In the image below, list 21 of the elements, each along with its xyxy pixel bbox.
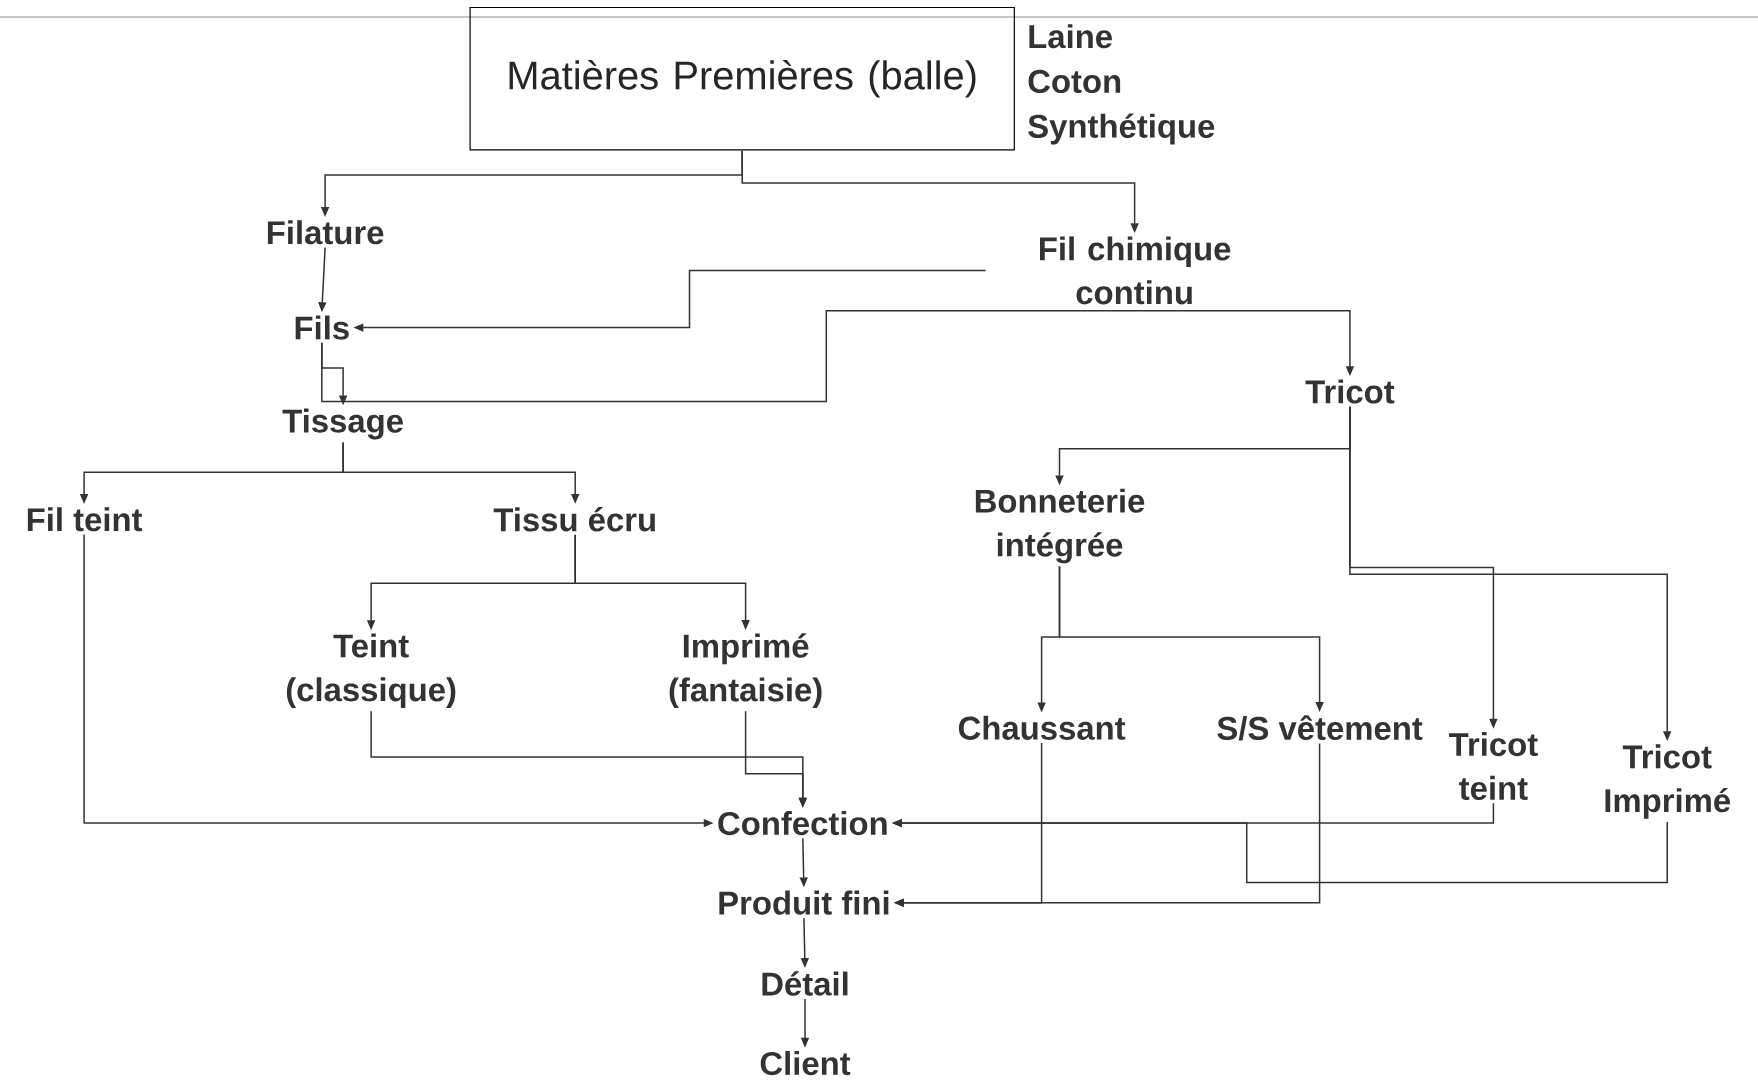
step-label: Client <box>760 1051 851 1076</box>
step-label: Fils <box>295 315 349 340</box>
step-label: Tissu écru <box>493 507 655 532</box>
step-label: Imprimé (fantaisie) <box>669 633 822 709</box>
step-label: Chaussant <box>958 715 1126 740</box>
step-label: S/S vêtement <box>1217 715 1423 741</box>
step-label: Filature <box>267 220 384 245</box>
arrow <box>321 310 1355 403</box>
step-label: Produit fini <box>719 890 889 915</box>
step-label: Bonneterie intégrée <box>975 488 1145 564</box>
step-label: Tricot teint <box>1449 732 1538 800</box>
process-box: Matières Premières (balle) <box>469 6 1015 151</box>
step-label: Détail <box>762 971 848 996</box>
step-label: Tricot Imprimé <box>1605 744 1731 819</box>
step-label: Tissage <box>282 408 403 440</box>
step-label: Confection <box>718 811 887 836</box>
step-label: Tricot <box>1305 379 1395 404</box>
step-label: Fil teint <box>27 507 143 532</box>
step-label: Fil chimique continu <box>1040 236 1231 305</box>
material-list: Laine Coton Synthétique <box>1028 24 1215 145</box>
step-label: Teint (classique) <box>286 633 456 708</box>
